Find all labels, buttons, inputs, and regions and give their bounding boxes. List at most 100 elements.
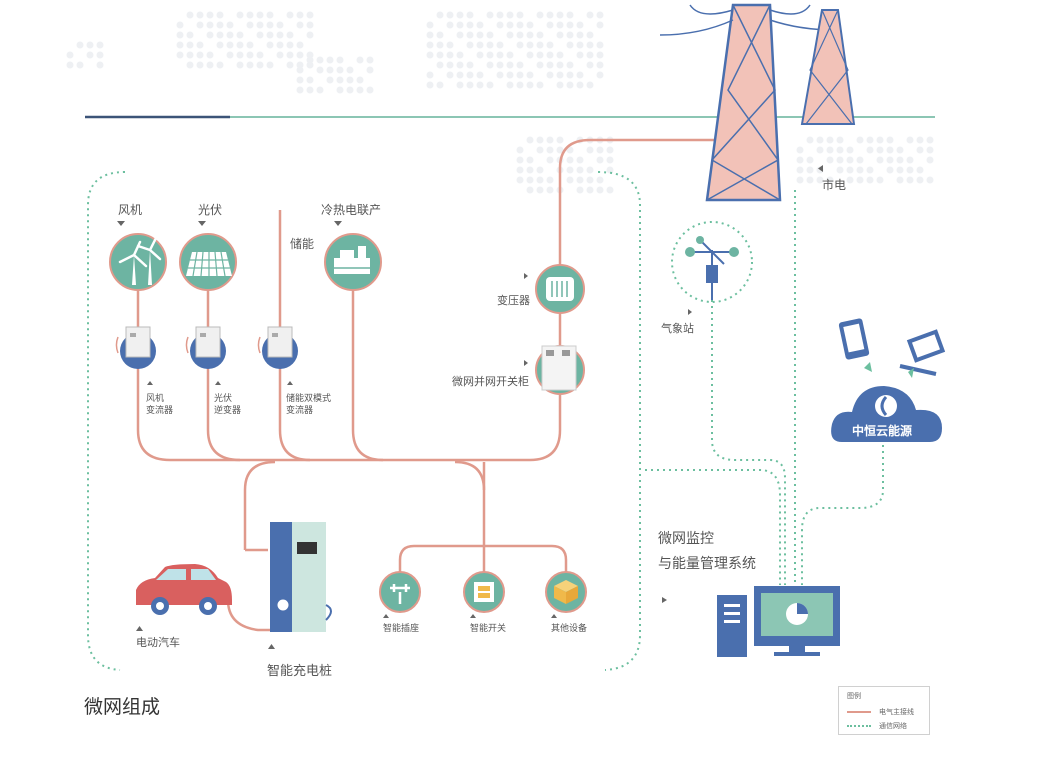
map-dot <box>296 66 304 74</box>
legend: 图例 电气主接线 通信网络 <box>838 686 930 735</box>
map-dot <box>446 41 454 49</box>
pv-inverter-label: 光伏 逆变器 <box>214 394 242 416</box>
map-dot <box>926 156 934 164</box>
map-dot <box>606 146 614 154</box>
map-dot <box>876 146 884 154</box>
map-dot <box>236 51 244 59</box>
map-dot <box>236 11 244 19</box>
map-dot <box>96 41 104 49</box>
map-dot <box>866 136 874 144</box>
grid-label: 市电 <box>822 178 847 192</box>
map-dot <box>196 11 204 19</box>
map-dot <box>96 61 104 69</box>
map-dot <box>826 146 834 154</box>
legend-comm-label: 通信网络 <box>879 722 907 730</box>
map-dot <box>506 51 514 59</box>
map-dot <box>536 186 544 194</box>
map-dot <box>866 176 874 184</box>
map-dot <box>886 166 894 174</box>
ev-label: 电动汽车 <box>136 636 180 649</box>
map-dot <box>566 31 574 39</box>
map-dot <box>356 86 364 94</box>
map-dot <box>176 51 184 59</box>
map-dot <box>576 21 584 29</box>
map-dot <box>526 81 534 89</box>
map-dot <box>466 41 474 49</box>
map-dot <box>876 136 884 144</box>
map-dot <box>176 21 184 29</box>
map-dot <box>596 186 604 194</box>
socket-label: 智能插座 <box>383 624 420 634</box>
map-dot <box>76 61 84 69</box>
map-dot <box>846 156 854 164</box>
map-dot <box>816 136 824 144</box>
map-dot <box>806 176 814 184</box>
map-dot <box>586 51 594 59</box>
map-dot <box>896 146 904 154</box>
smart-switch-icon <box>463 571 505 613</box>
wind-turbine-icon <box>109 233 167 291</box>
map-dot <box>196 41 204 49</box>
map-dot <box>506 71 514 79</box>
other-devices-label: 其他设备 <box>551 624 588 634</box>
map-dot <box>296 21 304 29</box>
map-dot <box>546 71 554 79</box>
map-dot <box>606 156 614 164</box>
map-dot <box>566 71 574 79</box>
map-dot <box>346 86 354 94</box>
map-dot <box>516 156 524 164</box>
smart-socket-icon <box>379 571 421 613</box>
map-dot <box>886 146 894 154</box>
map-dot <box>796 166 804 174</box>
map-dot <box>226 41 234 49</box>
converter-icons <box>115 326 298 369</box>
map-dot <box>826 156 834 164</box>
map-dot <box>556 51 564 59</box>
map-dot <box>66 51 74 59</box>
map-dot <box>536 136 544 144</box>
map-dot <box>526 21 534 29</box>
map-dot <box>516 176 524 184</box>
map-dot <box>196 21 204 29</box>
map-dot <box>316 66 324 74</box>
map-dot <box>246 11 254 19</box>
map-dot <box>876 176 884 184</box>
map-dot <box>306 86 314 94</box>
map-dot <box>916 136 924 144</box>
map-dot <box>596 61 604 69</box>
map-dot <box>566 146 574 154</box>
map-dot <box>336 66 344 74</box>
map-dot <box>486 81 494 89</box>
map-dot <box>516 166 524 174</box>
map-dot <box>476 41 484 49</box>
map-dot <box>66 61 74 69</box>
map-dot <box>586 31 594 39</box>
map-dot <box>256 61 264 69</box>
legend-power-swatch <box>847 711 871 713</box>
map-dot <box>906 156 914 164</box>
map-dot <box>526 156 534 164</box>
map-dot <box>246 61 254 69</box>
map-dot <box>566 176 574 184</box>
map-dot <box>546 146 554 154</box>
map-dot <box>556 61 564 69</box>
world-map-dots <box>66 11 934 194</box>
transformer-icon <box>535 264 585 314</box>
map-dot <box>286 61 294 69</box>
map-dot <box>356 56 364 64</box>
map-dot <box>606 186 614 194</box>
map-dot <box>466 71 474 79</box>
map-dot <box>566 166 574 174</box>
map-dot <box>536 81 544 89</box>
map-dot <box>546 61 554 69</box>
map-dot <box>816 176 824 184</box>
map-dot <box>186 11 194 19</box>
map-dot <box>586 186 594 194</box>
map-dot <box>486 31 494 39</box>
map-dot <box>526 51 534 59</box>
map-dot <box>556 71 564 79</box>
map-dot <box>556 81 564 89</box>
map-dot <box>426 51 434 59</box>
map-dot <box>806 156 814 164</box>
switchgear-label: 微网并网开关柜 <box>452 375 529 388</box>
